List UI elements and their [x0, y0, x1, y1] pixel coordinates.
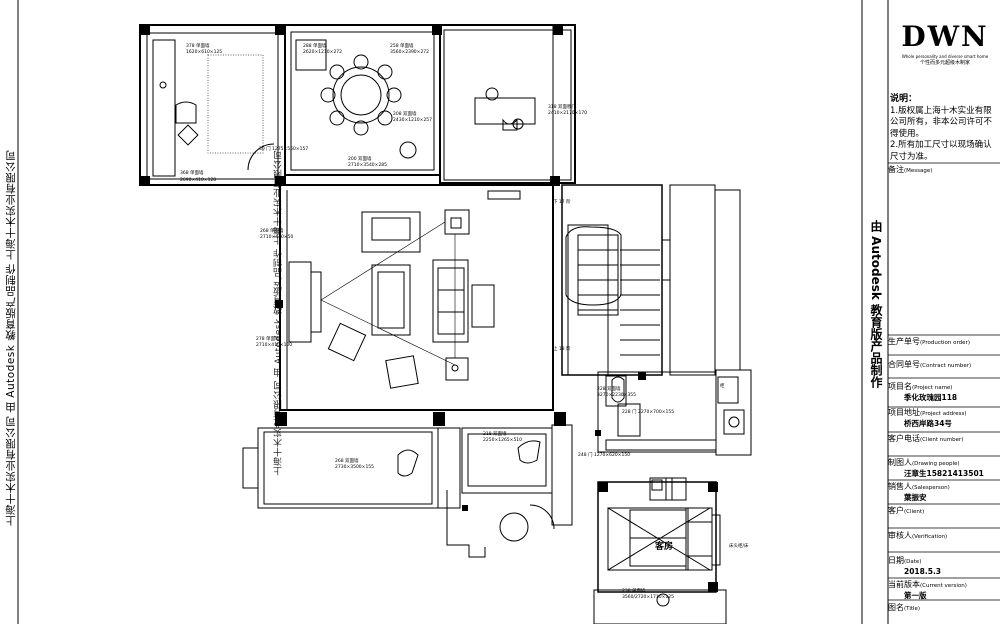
notes-title: 说明： — [890, 94, 918, 104]
right-rooms — [597, 369, 752, 456]
room-m-label: 228 双面墙 — [597, 385, 621, 392]
room-d-dim: 2430×1210×257 — [393, 117, 432, 123]
side-note-label: 床头柜/床 — [729, 542, 749, 549]
room-j-label: 278 单面墙 — [256, 335, 280, 342]
room-b-dim: 2620×1210×272 — [303, 49, 342, 55]
logo-tagline: Whole personality and diverse smart home — [901, 54, 989, 59]
tb-project-address: 项目地址(Project address) 桥西岸路34号 — [888, 408, 1000, 428]
tb-client: 客户(Client) — [888, 506, 925, 515]
structural-columns — [140, 25, 718, 592]
staircase — [561, 184, 741, 376]
room-e-dim: 2710×3540×285 — [348, 162, 387, 168]
room-f-label: 30 门 1275×560×157 — [259, 145, 308, 152]
room-c-label: 258 单面墙 — [390, 42, 414, 49]
room-d-label: 208 双面墙 — [393, 110, 417, 117]
living-room — [279, 184, 554, 411]
tb-date: 日期(Date) 2018.5.3 — [888, 556, 1000, 576]
inner-vertical-watermark: 上海十木实业有限公司 由 Autodesk 教育版产品制作 上海十木实业有限公司 — [274, 150, 284, 476]
tb-remark: 备注(Message) — [888, 165, 933, 174]
tb-client-number: 客户电话(Client number) — [888, 434, 964, 443]
version-value: 第一版 — [904, 591, 927, 600]
tb-title: 图名(Title) — [888, 603, 921, 612]
logo-cn-tagline: 个性而多元超级木制家 — [919, 60, 970, 66]
room-o-label: 248 门 1270×620×150 — [578, 451, 630, 458]
company-logo: DWN Whole personality and diverse smart … — [890, 22, 1000, 67]
tb-current-version: 当前版本(Current version) 第一版 — [888, 580, 1000, 600]
lower-rooms — [242, 424, 573, 558]
room-i-label: 268 单面墙 — [260, 227, 284, 234]
project-name-value: 季化玫瑰园118 — [904, 393, 958, 402]
room-h-label: 318 双面移门 — [548, 103, 577, 110]
left-vertical-watermark: 上海十木实业有限公司 由 Autodesk 教育版产品制作 上海十木实业有限公司 — [5, 150, 17, 527]
room-b-label: 288 单面墙 — [303, 42, 327, 49]
room-l-label: 218 双面墙 — [483, 430, 507, 437]
room-g-dim: 2690×410×128 — [180, 177, 216, 183]
room-j-dim: 2710×410×100 — [256, 342, 292, 348]
room-n-label: 228 门 2270×700×155 — [622, 408, 674, 415]
stair-down-label: 下 17 阶 — [553, 198, 571, 205]
top-cabinet — [487, 190, 521, 200]
note-1: 1.版权属上海十木实业有限公司所有，非本公司许可不得使用。 — [890, 105, 993, 139]
room-a-dim: 1620×610×125 — [186, 49, 222, 55]
box-label: 柜 — [720, 382, 725, 389]
salesperson-value: 葉振安 — [904, 493, 927, 502]
room-m-dim: 3270×2230×355 — [597, 392, 636, 398]
note-2: 2.所有加工尺寸以现场确认尺寸为准。 — [890, 140, 992, 162]
tb-project-name: 项目名(Project name) 季化玫瑰园118 — [888, 382, 1000, 402]
drawer-value: 汪章生15821413501 — [904, 469, 984, 478]
room-e-label: 200 双面墙 — [348, 155, 372, 162]
room-p-label: 238 单面墙 — [622, 587, 646, 594]
room-k-dim: 2730×3500×155 — [335, 464, 374, 470]
room-i-dim: 2710×410×50 — [260, 234, 293, 240]
room-k-label: 268 双面墙 — [335, 457, 359, 464]
notes-section: 说明： 1.版权属上海十木实业有限公司所有，非本公司许可不得使用。 2.所有加工… — [890, 94, 998, 163]
bedroom-label: 客房 — [654, 540, 673, 552]
guest-bedroom — [593, 477, 727, 624]
room-p-dim: 3560/2720×1710×125 — [622, 594, 674, 600]
project-address-value: 桥西岸路34号 — [904, 419, 952, 428]
room-h-dim: 2410×2170×170 — [548, 110, 587, 116]
date-value: 2018.5.3 — [904, 567, 942, 576]
room-l-dim: 2250×1265×510 — [483, 437, 522, 443]
right-vertical-watermark: 由 Autodesk 教育版产品制作 — [869, 220, 883, 389]
top-rooms — [139, 24, 576, 200]
room-a-label: 378 单面墙 — [186, 42, 210, 49]
tb-verification: 审核人(Verification) — [888, 531, 948, 540]
logo-brand: DWN — [901, 20, 989, 53]
stair-up-label: 上 18 阶 — [553, 345, 571, 352]
room-g-label: 368 单面墙 — [180, 169, 204, 176]
room-c-dim: 3560×2390×272 — [390, 49, 429, 55]
tb-salesperson: 销售人(Salesperson) 葉振安 — [888, 482, 1000, 502]
tb-contract-number: 合同单号(Contract number) — [888, 360, 972, 369]
tb-production-order: 生产单号(Production order) — [888, 337, 970, 346]
tb-drawer: 制图人(Drawing people) 汪章生15821413501 — [888, 458, 1000, 478]
